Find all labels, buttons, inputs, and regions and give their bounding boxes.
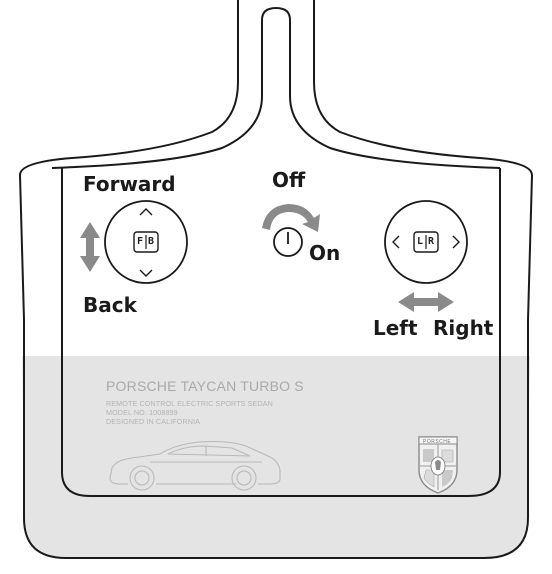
remote-outline	[18, 0, 534, 559]
power-switch[interactable]	[273, 227, 303, 257]
off-label: Off	[272, 168, 306, 192]
model-number: MODEL NO. 1008899	[106, 408, 178, 417]
inner-frame	[61, 168, 501, 497]
forward-letter: F	[137, 236, 144, 247]
car-silhouette	[109, 440, 281, 491]
left-letter: L	[417, 236, 424, 247]
crest-text: PORSCHE	[423, 439, 452, 445]
antenna	[261, 6, 501, 169]
forward-back-button[interactable]	[104, 200, 188, 284]
forward-label: Forward	[83, 172, 176, 196]
back-label: Back	[83, 293, 137, 317]
back-letter: B	[148, 236, 155, 247]
on-label: On	[309, 241, 341, 265]
rotate-arrow-icon	[262, 204, 320, 232]
left-right-button[interactable]	[384, 200, 468, 284]
designed-in: DESIGNED IN CALIFORNIA	[106, 417, 201, 426]
product-name: PORSCHE TAYCAN TURBO S	[106, 378, 304, 394]
right-label: Right	[433, 316, 494, 340]
shaded-lower-panel	[22, 356, 530, 558]
left-right-arrow	[398, 292, 454, 312]
left-label: Left	[373, 316, 418, 340]
porsche-crest-icon	[418, 436, 458, 494]
right-letter: R	[428, 236, 435, 247]
product-description: REMOTE CONTROL ELECTRIC SPORTS SEDAN	[106, 399, 273, 408]
forward-back-arrow	[80, 222, 100, 272]
